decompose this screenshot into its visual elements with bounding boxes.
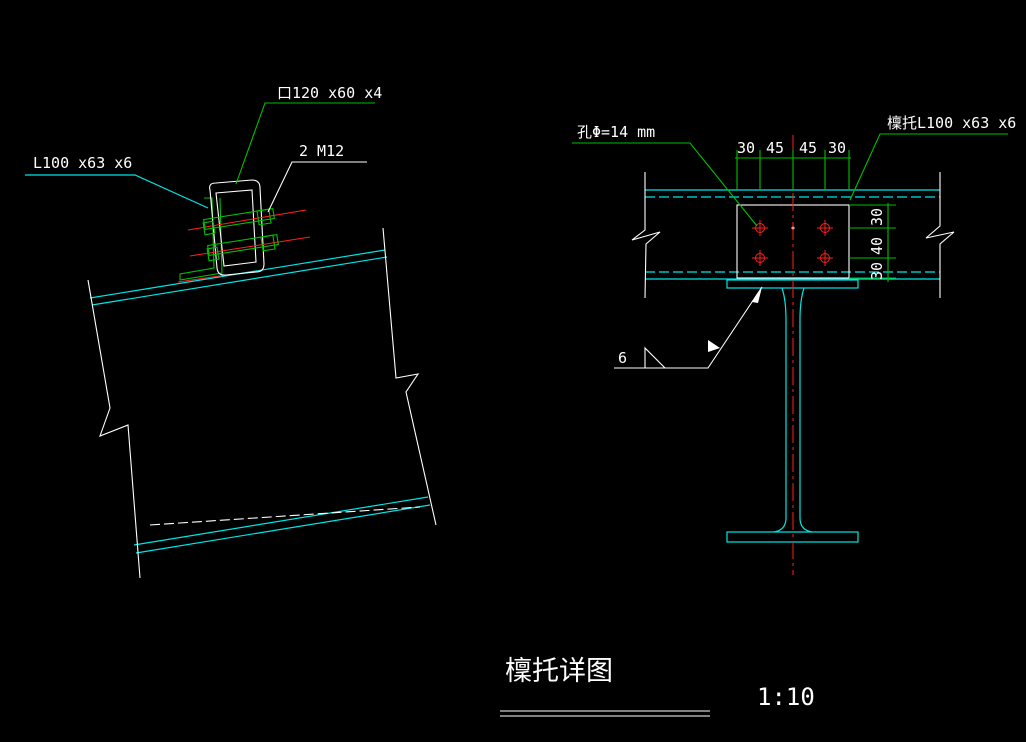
- left-purlin-view: 口120 x60 x4 L100 x63 x6 2 M12: [25, 84, 437, 579]
- drawing-title: 檁托详图: [505, 656, 613, 687]
- rafter-top-flange-inner: [91, 256, 388, 306]
- dim-top-2: 45: [766, 139, 784, 157]
- bracket-leader: [849, 133, 1008, 201]
- weld-seam-left: [177, 274, 227, 283]
- top-dimensions: 30 45 45 30: [735, 139, 851, 190]
- right-elevation-view: 30 45 45 30 30 40 30 孔Φ=14 mm 檁托L100 x63…: [572, 114, 1016, 575]
- rafter-centerline: [149, 506, 421, 526]
- left-break-line: [87, 279, 141, 579]
- right-break-line: [382, 227, 437, 526]
- dim-side-3: 30: [868, 262, 886, 280]
- side-dimensions: 30 40 30: [849, 203, 896, 282]
- dim-side-2: 40: [868, 237, 886, 255]
- purlin-right-break: [925, 172, 955, 298]
- purlin-left-break: [631, 172, 661, 299]
- bracket-label: 檁托L100 x63 x6: [887, 114, 1016, 132]
- angle-leader: [25, 174, 209, 209]
- bolt-upper: [187, 207, 307, 236]
- channel-leader: [235, 102, 375, 185]
- bolt-lower: [189, 233, 311, 262]
- bolt-holes: [752, 220, 833, 266]
- angle-label: L100 x63 x6: [33, 154, 132, 172]
- channel-label: 口120 x60 x4: [277, 84, 382, 102]
- rafter-bottom-flange-inner: [133, 496, 429, 546]
- angle-bracket-left: [179, 197, 223, 281]
- bolt-label: 2 M12: [299, 142, 344, 160]
- beam-web: [773, 287, 813, 533]
- channel-purlin-inner: [215, 189, 257, 267]
- dim-top-4: 30: [828, 139, 846, 157]
- bolt-leader: [267, 161, 367, 213]
- rafter-bottom-flange: [135, 504, 431, 554]
- dim-top-3: 45: [799, 139, 817, 157]
- weld-size-label: 6: [618, 349, 627, 367]
- drawing-scale: 1:10: [757, 683, 815, 711]
- dim-side-1: 30: [868, 208, 886, 226]
- dim-top-1: 30: [737, 139, 755, 157]
- hole-leader: [572, 142, 758, 227]
- weld-symbol: 6: [614, 286, 763, 369]
- channel-purlin-outer: [209, 179, 265, 276]
- hole-label: 孔Φ=14 mm: [577, 123, 655, 141]
- drawing-title-block: 檁托详图 1:10: [500, 656, 815, 717]
